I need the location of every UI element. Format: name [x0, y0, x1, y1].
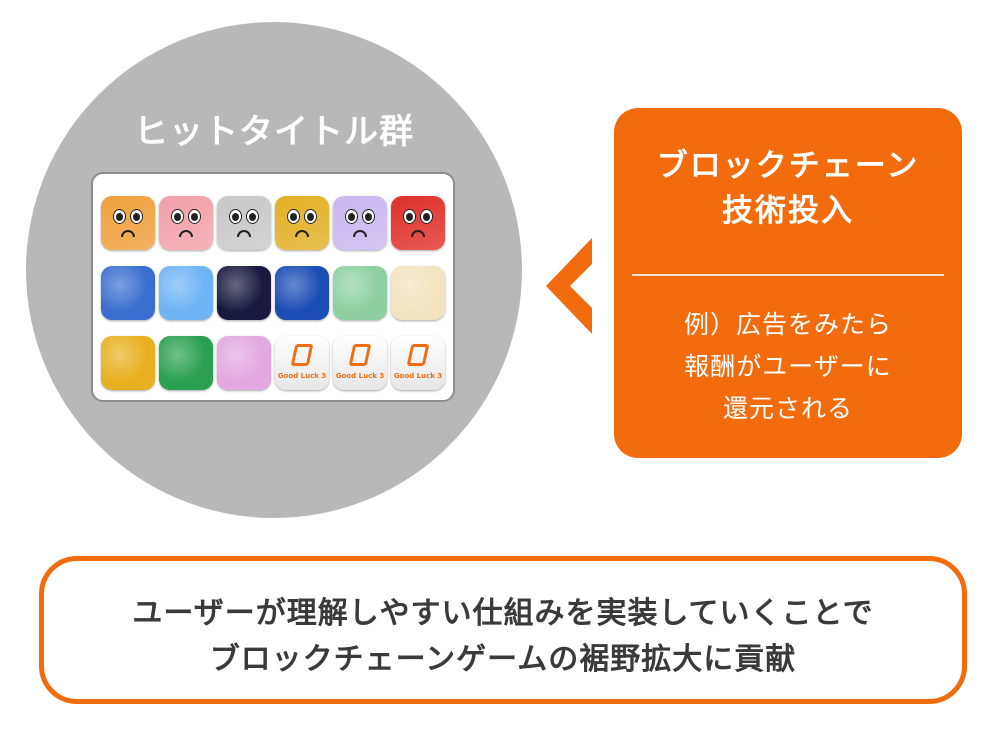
- eye-shape: [403, 209, 416, 224]
- blockchain-title: ブロックチェーン 技術投入: [614, 144, 962, 234]
- mouth-shape: [237, 230, 251, 237]
- blockchain-divider: [632, 274, 944, 276]
- cube-runner-game-icon[interactable]: [159, 266, 213, 320]
- face-icon-pink[interactable]: [159, 196, 213, 250]
- eye-shape: [362, 209, 375, 224]
- mouth-shape: [353, 230, 367, 237]
- face-icon-red[interactable]: [391, 196, 445, 250]
- good-luck-logo-mark: [406, 344, 430, 366]
- good-luck-label: Good Luck 3: [393, 372, 443, 380]
- app-icon-panel: Good Luck 3 Good Luck 3 Good Luck 3: [91, 172, 455, 402]
- blockchain-example-line3: 還元される: [722, 394, 853, 423]
- face-icon-silver[interactable]: [217, 196, 271, 250]
- good-luck-label: Good Luck 3: [277, 372, 327, 380]
- bomb-stars-game-icon[interactable]: [101, 266, 155, 320]
- conclusion-line2: ブロックチェーンゲームの裾野拡大に貢献: [209, 642, 797, 677]
- soldier-game-icon[interactable]: [101, 336, 155, 390]
- app-icon-grid: Good Luck 3 Good Luck 3 Good Luck 3: [101, 196, 445, 390]
- hit-titles-heading: ヒットタイトル群: [134, 112, 414, 152]
- eye-shape: [113, 209, 126, 224]
- mouth-shape: [295, 230, 309, 237]
- eye-shape: [188, 209, 201, 224]
- eye-shape: [287, 209, 300, 224]
- drone-game-icon[interactable]: [391, 266, 445, 320]
- astronaut-ball-game-icon[interactable]: [275, 266, 329, 320]
- good-luck-3-icon[interactable]: Good Luck 3: [275, 336, 329, 390]
- good-luck-logo-mark: [290, 344, 314, 366]
- blockchain-box: ブロックチェーン 技術投入 例）広告をみたら 報酬がユーザーに 還元される: [614, 108, 962, 458]
- face-icon-gold[interactable]: [275, 196, 329, 250]
- good-luck-logo-mark: [348, 344, 372, 366]
- blockchain-title-line1: ブロックチェーン: [656, 148, 920, 184]
- eye-shape: [229, 209, 242, 224]
- eye-shape: [130, 209, 143, 224]
- spinner-game-icon[interactable]: [217, 336, 271, 390]
- blockchain-title-line2: 技術投入: [722, 193, 854, 229]
- ball-stack-game-icon[interactable]: [333, 266, 387, 320]
- mouth-shape: [121, 230, 135, 237]
- eye-shape: [420, 209, 433, 224]
- eye-shape: [246, 209, 259, 224]
- stickman-game-icon[interactable]: [217, 266, 271, 320]
- conclusion-box: ユーザーが理解しやすい仕組みを実装していくことで ブロックチェーンゲームの裾野拡…: [39, 556, 967, 704]
- conclusion-text: ユーザーが理解しやすい仕組みを実装していくことで ブロックチェーンゲームの裾野拡…: [44, 591, 962, 683]
- brick-puzzle-game-icon[interactable]: [159, 336, 213, 390]
- eye-shape: [304, 209, 317, 224]
- blockchain-example: 例）広告をみたら 報酬がユーザーに 還元される: [614, 304, 962, 430]
- conclusion-line1: ユーザーが理解しやすい仕組みを実装していくことで: [132, 596, 874, 631]
- face-icon-lavender[interactable]: [333, 196, 387, 250]
- good-luck-label: Good Luck 3: [335, 372, 385, 380]
- arrow-notch: [570, 262, 594, 310]
- eye-shape: [345, 209, 358, 224]
- face-icon-orange[interactable]: [101, 196, 155, 250]
- mouth-shape: [179, 230, 193, 237]
- blockchain-example-line1: 例）広告をみたら: [683, 310, 892, 339]
- good-luck-3-icon[interactable]: Good Luck 3: [333, 336, 387, 390]
- mouth-shape: [411, 230, 425, 237]
- good-luck-3-icon[interactable]: Good Luck 3: [391, 336, 445, 390]
- blockchain-example-line2: 報酬がユーザーに: [684, 352, 892, 381]
- eye-shape: [171, 209, 184, 224]
